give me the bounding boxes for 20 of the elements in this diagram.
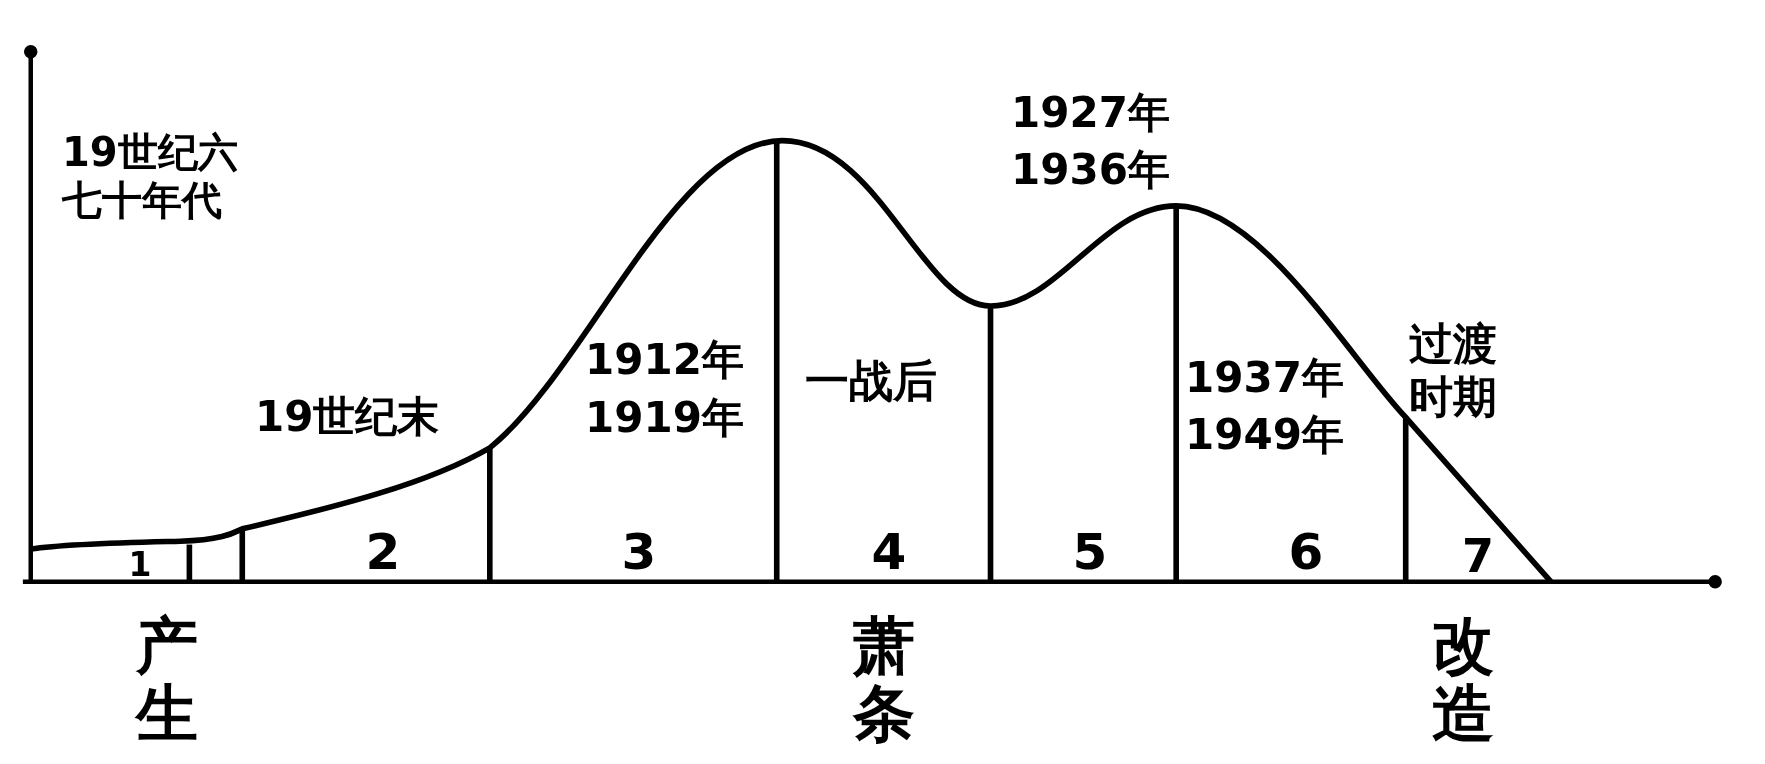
stage-number: 7 <box>1462 533 1494 579</box>
period-label: 过渡时期 <box>1409 318 1498 424</box>
stage-number: 4 <box>871 527 907 577</box>
stage-number: 3 <box>621 527 657 577</box>
period-label: 1937年 <box>1185 353 1344 404</box>
stage-label: 萧条 <box>853 612 915 749</box>
stage-number: 1 <box>128 547 152 581</box>
period-label: 19世纪六七十年代 <box>62 128 239 224</box>
stage-label: 产生 <box>136 612 198 749</box>
period-label: 一战后 <box>805 355 937 408</box>
period-label: 1936年 <box>1011 145 1170 196</box>
period-label: 1919年 <box>585 393 744 444</box>
stage-number: 2 <box>365 527 401 577</box>
period-label: 1949年 <box>1185 410 1344 461</box>
period-label: 1912年 <box>585 335 744 386</box>
period-label: 1927年 <box>1011 88 1170 139</box>
period-label: 19世纪末 <box>255 392 440 443</box>
stage-label: 改造 <box>1432 612 1494 749</box>
stage-number: 6 <box>1288 527 1324 577</box>
stage-number: 5 <box>1072 527 1108 577</box>
